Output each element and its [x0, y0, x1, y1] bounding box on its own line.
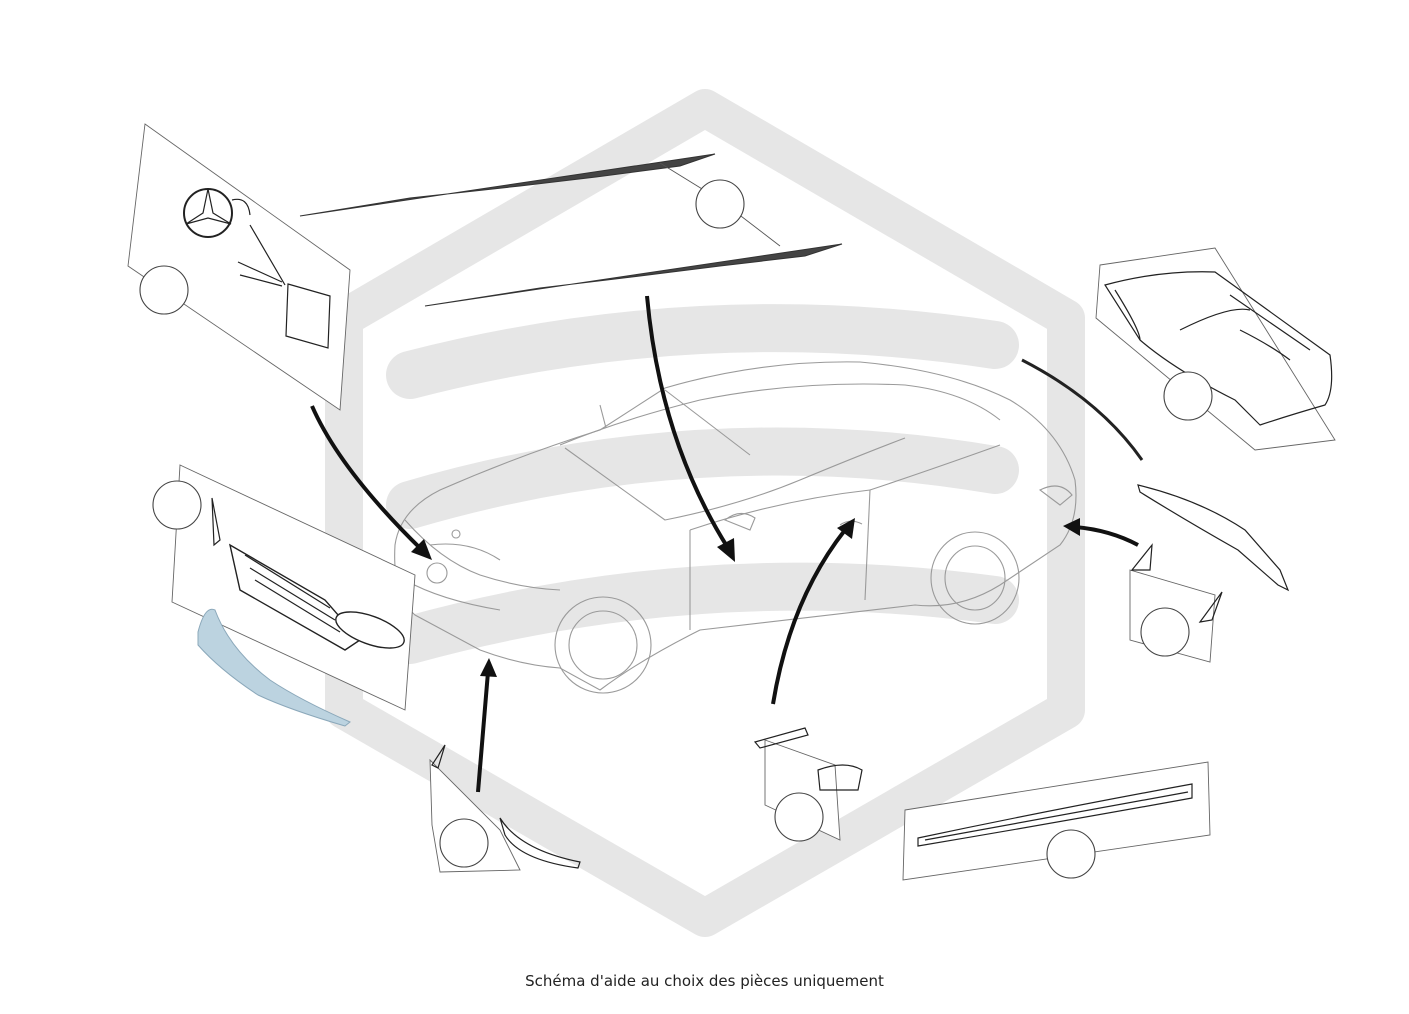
rear-trim-strip — [1021, 358, 1144, 461]
hood-stripe-bottom — [424, 243, 843, 307]
callout-rear-diffuser[interactable] — [1140, 607, 1190, 657]
radar-module-icon — [285, 283, 331, 349]
arrows — [310, 295, 1139, 793]
callout-rear-bumper[interactable] — [1163, 371, 1213, 421]
side-skirt-group[interactable] — [902, 761, 1211, 881]
grille-insert-icon — [335, 611, 405, 649]
callout-side-skirt[interactable] — [1046, 829, 1096, 879]
diagram-caption: Schéma d'aide au choix des pièces unique… — [525, 972, 884, 990]
callout-front-air-intake[interactable] — [439, 818, 489, 868]
front-air-intake-group[interactable] — [429, 744, 581, 873]
fender-vent-group[interactable] — [753, 727, 863, 842]
callout-front-grille[interactable] — [152, 480, 202, 530]
callout-fender-vent[interactable] — [774, 792, 824, 842]
emblem-distronic-group[interactable] — [127, 123, 351, 411]
lip-spoiler — [197, 608, 351, 727]
rear-diffuser-group[interactable] — [1129, 484, 1290, 663]
car-outline — [394, 361, 1077, 694]
hood-stripe-top — [299, 153, 716, 217]
rear-bumper-group[interactable] — [1095, 247, 1336, 451]
callout-hood-stripes[interactable] — [695, 179, 745, 229]
callout-emblem[interactable] — [139, 265, 189, 315]
hood-stripes-group[interactable] — [299, 153, 843, 307]
front-grille-group[interactable] — [152, 464, 416, 711]
